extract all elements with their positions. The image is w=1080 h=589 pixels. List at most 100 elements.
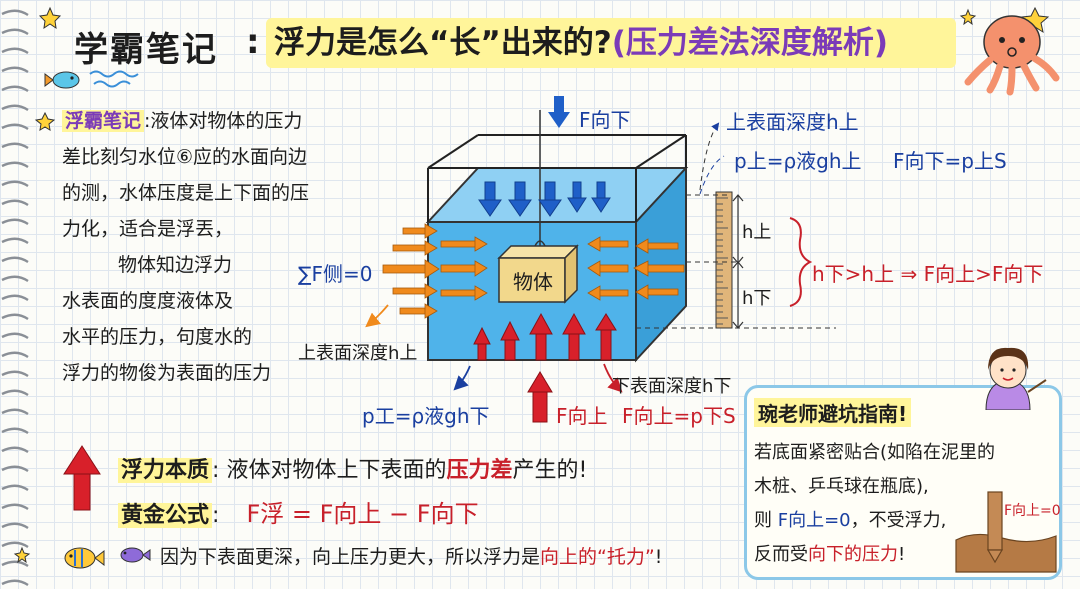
teacher-avatar [985, 347, 1047, 410]
spiral-ring [1, 66, 29, 74]
spiral-ring [1, 123, 29, 131]
note-line: 物体知边浮力 [118, 254, 233, 276]
ruler-h-top: h上 [742, 222, 772, 243]
spiral-ring [1, 85, 29, 93]
guide-text: ! [898, 544, 906, 565]
guide-line-4: 反而受向下的压力! [754, 538, 1054, 572]
bottom-depth-pointer [603, 363, 623, 393]
p-bottom-pointer [453, 365, 471, 391]
note-line: 浮力的物俊为表面的压力 [62, 362, 272, 384]
spiral-ring [1, 237, 29, 245]
spiral-ring [1, 522, 29, 530]
formula-label: 黄金公式 [118, 503, 213, 528]
p-bottom-formula: p工=ρ液gh下 [362, 404, 490, 428]
guide-body: 若底面紧密贴合(如陷在泥里的 木桩、乒乓球在瓶底), 则 F向上=0，不受浮力,… [754, 436, 1054, 572]
spiral-ring [1, 294, 29, 302]
f-down-formula: F向下=p上S [893, 149, 1007, 173]
bottom-note-text: 因为下表面更深，向上压力更大，所以浮力是 [160, 546, 541, 568]
note-line: 的测，水体压度是上下面的压 [62, 182, 310, 204]
spiral-ring [1, 370, 29, 378]
left-side-arrows [382, 223, 440, 319]
spiral-ring [1, 503, 29, 511]
bottom-depth-label: 下表面深度h下 [612, 376, 732, 397]
guide-line-3: 则 F向上=0，不受浮力, [754, 504, 1054, 538]
note-paragraph: 浮霸笔记:液体对物体的压力 差比刻匀水位⑥应的水面向边 的测，水体压度是上下面的… [62, 103, 362, 391]
side-sum-label: ∑F侧=0 [298, 262, 373, 286]
right-side-arrows [633, 238, 685, 300]
star-icon [13, 546, 31, 564]
f-up-label: F向上 [556, 404, 608, 428]
formula-colon: : [212, 503, 220, 528]
depth-ruler [715, 191, 813, 329]
depth-guides [636, 122, 836, 329]
spiral-ring [1, 256, 29, 264]
spiral-ring [1, 408, 29, 416]
bottom-note: 因为下表面更深，向上压力更大，所以浮力是向上的“托力”! [160, 542, 662, 569]
f-down-label: F向下 [579, 108, 631, 132]
formula-row: 黄金公式: F浮 = F向上 − F向下 [118, 494, 479, 529]
top-pressure-arrows [478, 181, 611, 217]
bottom-note-end: ! [654, 546, 663, 568]
ruler-h-bottom: h下 [742, 288, 772, 309]
note-line: 水表面的度度液体及 [62, 290, 234, 312]
fish-icon [64, 547, 105, 569]
spiral-ring [1, 180, 29, 188]
fish-icon [120, 547, 151, 563]
title-subtitle: (压力差法深度解析) [611, 25, 889, 61]
spiral-ring [1, 142, 29, 150]
essence-arrow-icon [63, 445, 101, 511]
left-depth-label: 上表面深度h上 [298, 343, 418, 364]
object-block [497, 240, 579, 304]
f-up-formula: F向上=p下S [622, 404, 736, 428]
guide-text: 则 [754, 510, 778, 531]
inner-side-arrows [440, 236, 629, 301]
f-down-top-arrow [548, 96, 570, 128]
guide-line: 若底面紧密贴合(如陷在泥里的 [754, 442, 996, 463]
note-title: 浮霸笔记 [62, 110, 145, 132]
essence-highlight: 压力差 [446, 458, 513, 483]
spiral-ring [1, 389, 29, 397]
spiral-ring [1, 351, 29, 359]
spiral-ring [1, 446, 29, 454]
title-colon: : [246, 22, 260, 62]
spiral-ring [1, 465, 29, 473]
top-depth-label: 上表面深度h上 [726, 110, 859, 134]
guide-line: 木桩、乒乓球在瓶底), [754, 476, 929, 497]
tank-outline [427, 134, 687, 222]
bottom-pressure-arrows [473, 312, 617, 361]
spiral-ring [1, 47, 29, 55]
brand-title: 学霸笔记 [74, 30, 218, 70]
guide-text: 反而受 [754, 544, 808, 565]
spiral-ring [1, 427, 29, 435]
note-colon: : [144, 110, 151, 132]
note-line: 差比刻匀水位⑥应的水面向边 [62, 146, 308, 168]
guide-title: 琬老师避坑指南! [754, 398, 912, 427]
bottom-note-highlight: 向上的“托力” [540, 546, 655, 568]
guide-fup-zero: F向上=0 [777, 510, 851, 531]
spiral-ring [1, 104, 29, 112]
spiral-ring [1, 275, 29, 283]
essence-text: 液体对物体上下表面的 [226, 458, 447, 483]
stake-label: F向上=0 [1004, 503, 1061, 519]
wave-icon [89, 70, 139, 88]
star-icon [34, 111, 56, 131]
essence-text-end: 产生的! [512, 458, 588, 483]
spiral-ring [1, 332, 29, 340]
spiral-ring [1, 161, 29, 169]
object-label: 物体 [513, 270, 553, 294]
spiral-ring [1, 28, 29, 36]
fish-icon [44, 71, 80, 89]
star-icon [959, 8, 977, 26]
spiral-ring [1, 560, 29, 568]
note-line: 液体对物体的压力 [150, 110, 303, 132]
spiral-ring [1, 484, 29, 492]
star-icon [38, 6, 62, 30]
spiral-binding [1, 9, 29, 587]
title-main-text: 浮力是怎么“长”出来的? [274, 25, 612, 61]
stake-in-mud-illustration [955, 491, 1057, 573]
spiral-ring [1, 313, 29, 321]
note-line: 力化，适合是浮丟， [62, 218, 234, 240]
guide-text: ，不受浮力, [850, 510, 947, 531]
